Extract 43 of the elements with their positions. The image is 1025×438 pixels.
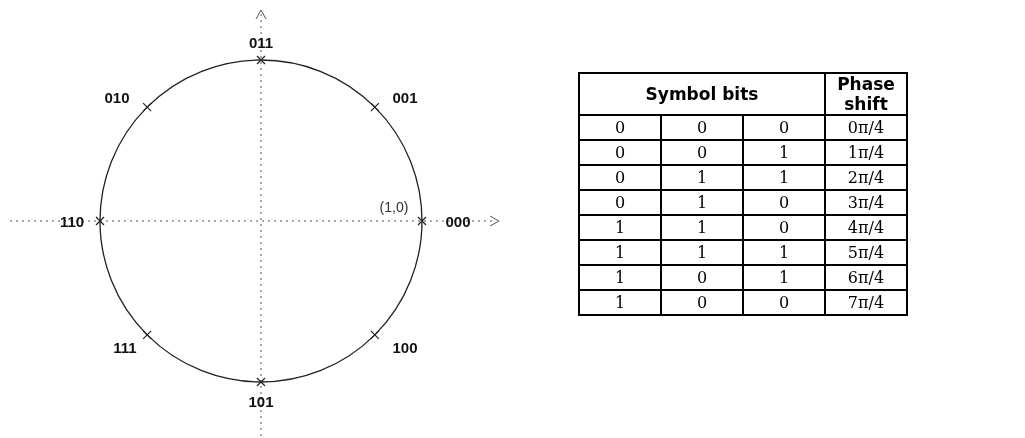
table-cell: 1 [579, 265, 661, 290]
table-cell: 0 [579, 140, 661, 165]
table-cell: 0 [661, 140, 743, 165]
table-cell: 5π/4 [825, 240, 907, 265]
table-cell: 1 [579, 215, 661, 240]
table-cell: 1 [661, 190, 743, 215]
table-cell: 1π/4 [825, 140, 907, 165]
table-cell: 0 [743, 290, 825, 315]
table-cell: 2π/4 [825, 165, 907, 190]
point-label: 001 [392, 89, 418, 105]
table-cell: 1 [743, 240, 825, 265]
table-cell: 0 [743, 190, 825, 215]
table-cell: 0 [743, 115, 825, 140]
table-cell: 1 [661, 165, 743, 190]
coordinate-label: (1,0) [379, 200, 409, 214]
table-cell: 1 [661, 215, 743, 240]
table-cell: 4π/4 [825, 215, 907, 240]
table-cell: 0 [661, 115, 743, 140]
point-label: 100 [392, 339, 418, 355]
table-cell: 3π/4 [825, 190, 907, 215]
table-cell: 0 [661, 290, 743, 315]
table-cell: 0 [579, 115, 661, 140]
table-cell: 1 [579, 290, 661, 315]
table-cell: 1 [743, 165, 825, 190]
point-label: 101 [248, 393, 274, 409]
table-cell: 0 [743, 215, 825, 240]
point-label: 110 [59, 213, 85, 229]
table-cell: 0 [661, 265, 743, 290]
table-cell: 0 [579, 190, 661, 215]
table-cell: 1 [661, 240, 743, 265]
point-label: 010 [104, 89, 130, 105]
table-cell: 1 [743, 140, 825, 165]
column-header: Phase shift [825, 73, 907, 115]
table-cell: 0π/4 [825, 115, 907, 140]
point-label: 011 [248, 34, 274, 50]
column-header: Symbol bits [579, 73, 825, 115]
table-cell: 1 [743, 265, 825, 290]
table-cell: 6π/4 [825, 265, 907, 290]
point-label: 111 [113, 339, 137, 355]
table-cell: 7π/4 [825, 290, 907, 315]
table-cell: 1 [579, 240, 661, 265]
table-cell: 0 [579, 165, 661, 190]
point-label: 000 [445, 213, 471, 229]
